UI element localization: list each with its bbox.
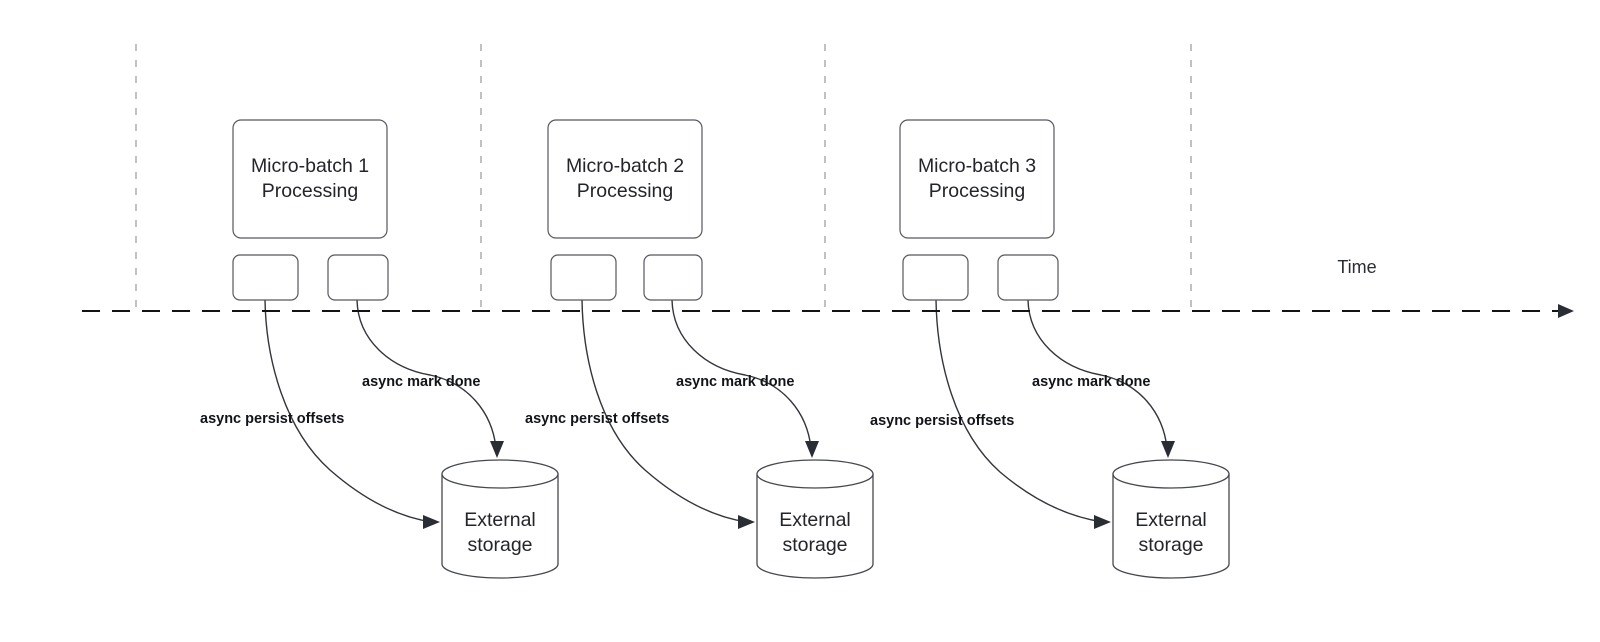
group-3-storage-cylinder[interactable] xyxy=(1112,473,1230,579)
group-3-batch-label-line2: Processing xyxy=(929,180,1025,202)
group-3-mark-done-edge-arrowhead-icon xyxy=(1161,441,1175,458)
group-2-persist-offsets-edge-label: async persist offsets xyxy=(525,411,669,427)
group-1-mark-done-edge-arrowhead-icon xyxy=(490,441,504,458)
group-1-storage-cylinder-top xyxy=(441,459,559,489)
group-2-batch-label-line2: Processing xyxy=(577,180,673,202)
group-2-persist-offsets-edge xyxy=(581,299,748,523)
group-1-storage-label-line1: External xyxy=(464,509,536,531)
group-3-mark-done-edge-label: async mark done xyxy=(1032,374,1150,390)
group-2-mark-done-edge-label: async mark done xyxy=(676,374,794,390)
group-2-storage-label-line2: storage xyxy=(782,534,847,556)
group-2-batch-box[interactable] xyxy=(547,119,703,239)
group-2-storage-cylinder[interactable] xyxy=(756,473,874,579)
group-1-storage-label-line2: storage xyxy=(467,534,532,556)
group-2-mark-done-edge xyxy=(671,299,812,449)
group-2-batch-label-line1: Micro-batch 2 xyxy=(566,155,684,177)
timeline-arrowhead-icon xyxy=(1558,304,1574,318)
group-2-storage-cylinder-top xyxy=(756,459,874,489)
group-3-mark-done-edge xyxy=(1027,299,1168,449)
divider-group xyxy=(135,44,1192,311)
group-1-task-box-right[interactable] xyxy=(327,254,389,301)
group-3-persist-offsets-edge-label: async persist offsets xyxy=(870,413,1014,429)
group-3-task-box-left[interactable] xyxy=(902,254,969,301)
group-1-batch-box[interactable] xyxy=(232,119,388,239)
group-1-mark-done-edge xyxy=(356,299,497,449)
group-3-storage-label-line2: storage xyxy=(1138,534,1203,556)
group-1-batch-label-line2: Processing xyxy=(262,180,358,202)
group-3-persist-offsets-edge-arrowhead-icon xyxy=(1094,515,1111,529)
group-1-storage-cylinder[interactable] xyxy=(441,473,559,579)
group-3-persist-offsets-edge xyxy=(935,299,1104,523)
group-1-persist-offsets-edge-arrowhead-icon xyxy=(423,515,440,529)
group-1-task-box-left[interactable] xyxy=(232,254,299,301)
time-axis-label: Time xyxy=(1337,257,1376,277)
group-3-storage-cylinder-top xyxy=(1112,459,1230,489)
group-3-batch-box[interactable] xyxy=(899,119,1055,239)
group-3-batch-label-line1: Micro-batch 3 xyxy=(918,155,1036,177)
group-1-batch-label-line1: Micro-batch 1 xyxy=(251,155,369,177)
group-2-mark-done-edge-arrowhead-icon xyxy=(805,441,819,458)
group-3-storage-label-line1: External xyxy=(1135,509,1207,531)
group-2-task-box-left[interactable] xyxy=(550,254,617,301)
edge-labels-group: async persist offsets async mark done asyn… xyxy=(200,374,1150,429)
group-2-persist-offsets-edge-arrowhead-icon xyxy=(738,515,755,529)
group-1-persist-offsets-edge-label: async persist offsets xyxy=(200,411,344,427)
group-3-task-box-right[interactable] xyxy=(997,254,1059,301)
group-1-mark-done-edge-label: async mark done xyxy=(362,374,480,390)
group-1-persist-offsets-edge xyxy=(264,299,433,523)
group-2-task-box-right[interactable] xyxy=(643,254,703,301)
group-2-storage-label-line1: External xyxy=(779,509,851,531)
edges-group xyxy=(264,299,1175,529)
timeline-group: Time xyxy=(82,257,1574,318)
